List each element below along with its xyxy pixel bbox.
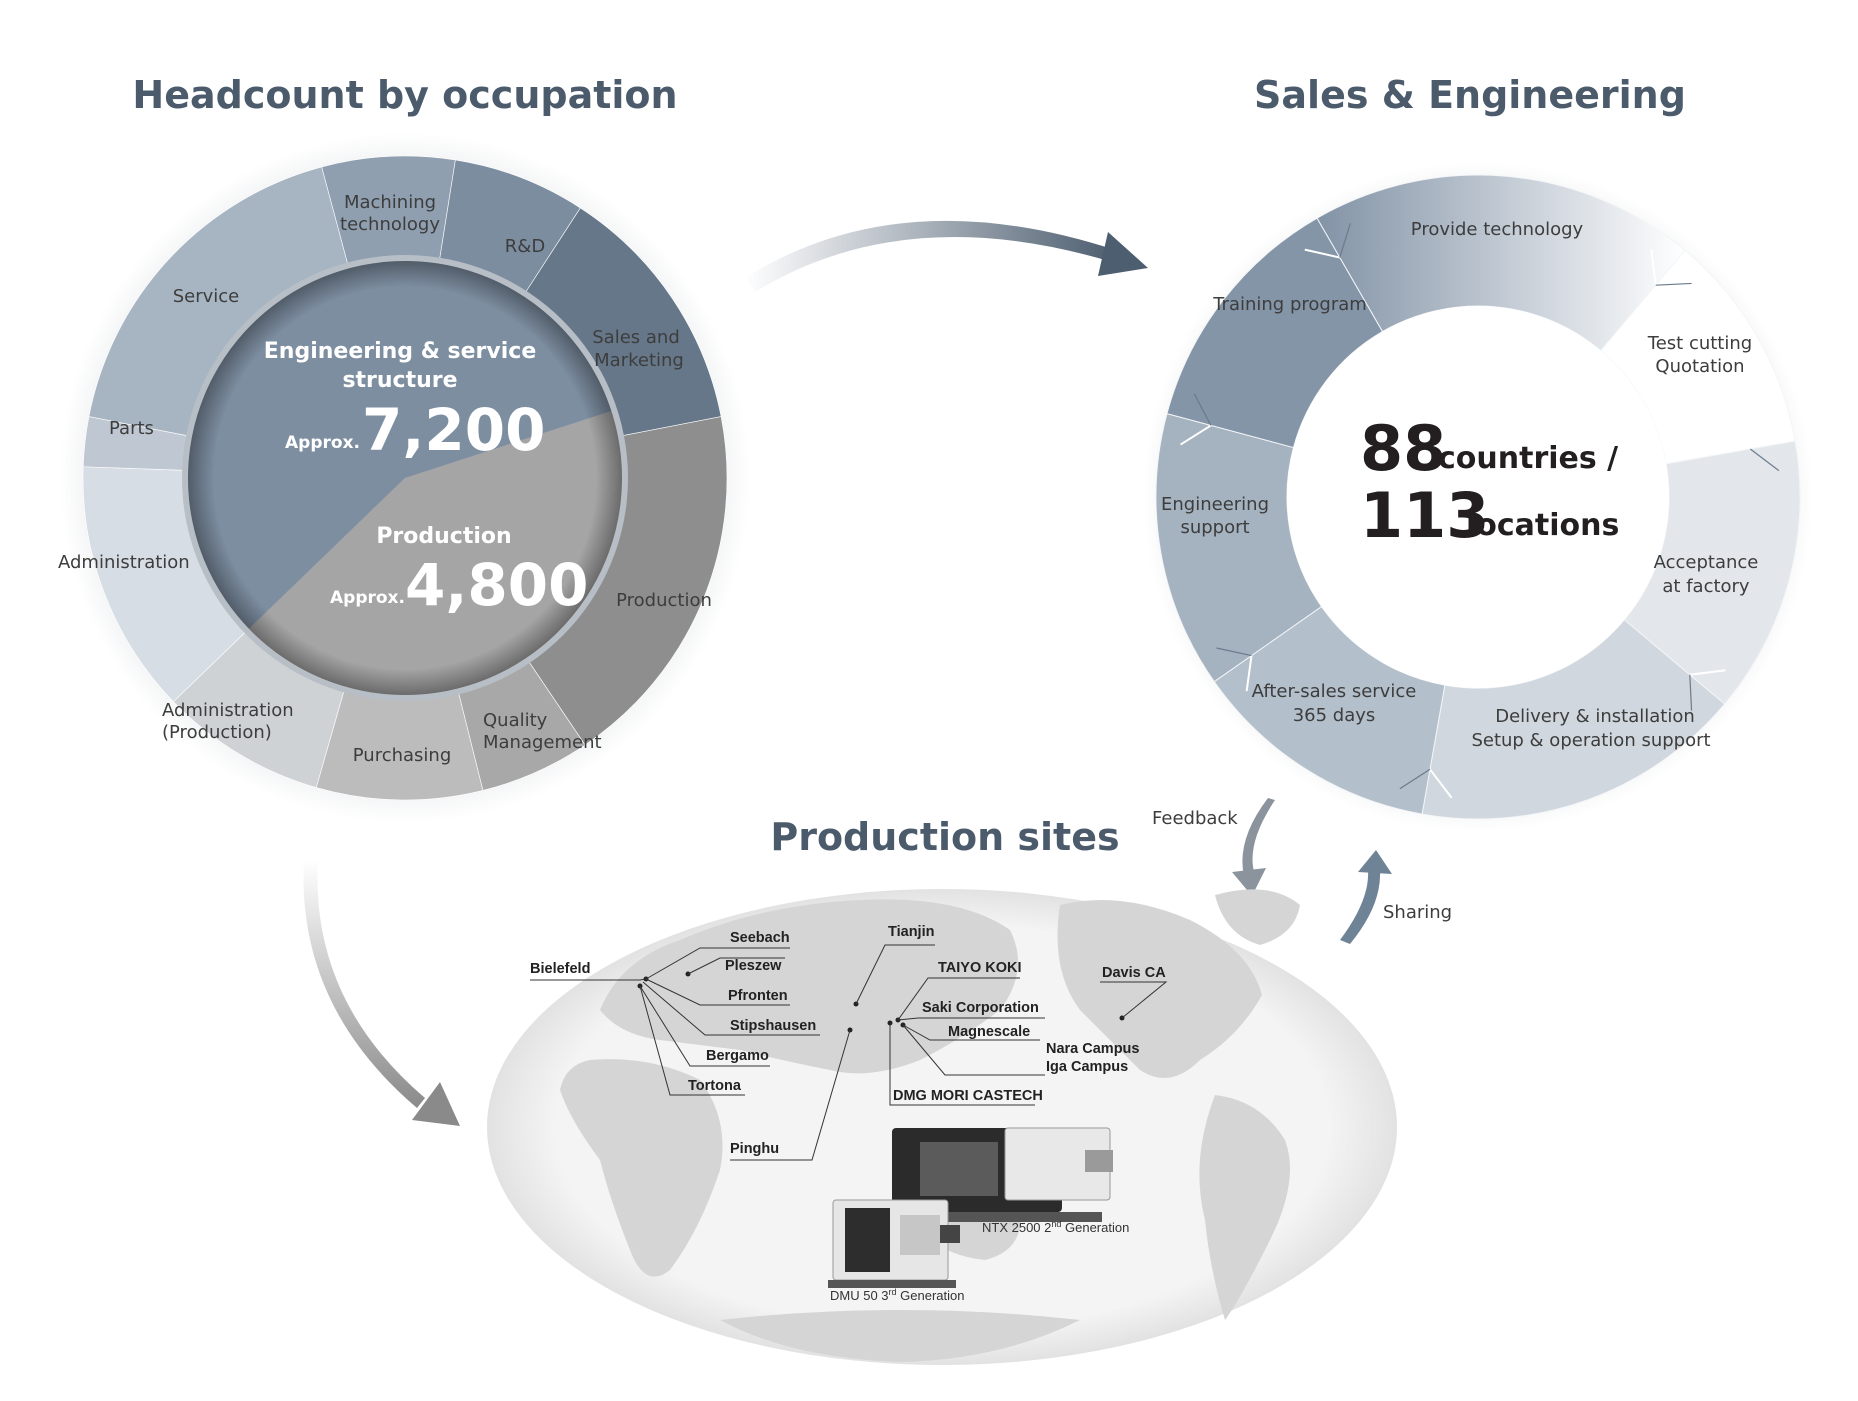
segment-label-machining-2: technology (340, 214, 440, 235)
cycle-label-test-cutting: Test cutting (1647, 333, 1752, 354)
cycle-chevron (1304, 248, 1340, 259)
cycle-label-provide-technology: Provide technology (1411, 219, 1584, 240)
cycle-label-acceptance-2: at factory (1662, 576, 1750, 597)
cycle-chevron-edge (1689, 674, 1693, 711)
segment-label-rd: R&D (505, 236, 545, 257)
site-tortona: Tortona (688, 1078, 742, 1094)
arrow-headcount-to-sales (745, 220, 1148, 292)
machine-dmu-50 (828, 1199, 960, 1288)
segment-purchasing (315, 686, 484, 801)
cycle-chevron-edge (1399, 768, 1431, 790)
center-inner-shadow (188, 261, 622, 695)
site-stipshausen: Stipshausen (730, 1018, 816, 1034)
machine-ntx-2500 (892, 1127, 1113, 1222)
site-nara-campus: Nara Campus (1046, 1041, 1139, 1057)
cycle-label-training: Training program (1212, 294, 1367, 315)
segment-label-machining: Machining (344, 192, 436, 213)
sharing-arrow (1340, 850, 1392, 944)
caption-dmu: DMU 50 3rd Generation (830, 1287, 964, 1303)
production-label: Production (376, 524, 511, 549)
site-saki-corporation: Saki Corporation (922, 1000, 1039, 1016)
production-approx: Approx. (330, 588, 405, 608)
segment-label-administration: Administration (58, 552, 190, 573)
site-pinghu: Pinghu (730, 1141, 779, 1157)
headcount-title: Headcount by occupation (132, 73, 677, 117)
sales-center-stats: 88 countries / 113 locations (1360, 412, 1619, 552)
cycle-chevron (1429, 768, 1453, 799)
site-davis-ca: Davis CA (1102, 965, 1166, 981)
locations-number: 113 (1360, 479, 1489, 552)
site-magnescale: Magnescale (948, 1024, 1030, 1040)
feedback-label: Feedback (1152, 808, 1238, 829)
feedback-arrow (1232, 798, 1275, 896)
site-dmg-mori-castech: DMG MORI CASTECH (893, 1088, 1043, 1104)
production-title: Production sites (770, 815, 1119, 859)
engineering-value: 7,200 (362, 396, 545, 464)
sales-cycle-ring (1155, 174, 1801, 820)
locations-label: locations (1466, 508, 1619, 543)
cycle-chevron-edge (1216, 647, 1252, 657)
segment-label-sales-2: Marketing (594, 350, 684, 371)
site-pleszew: Pleszew (725, 958, 782, 974)
cycle-chevron-edge (1339, 223, 1351, 258)
engineering-label-2: structure (342, 368, 457, 393)
cycle-chevron-edge (1193, 393, 1212, 426)
cycle-chevron (1245, 655, 1253, 692)
cycle-chevron (1650, 249, 1657, 286)
sharing-label: Sharing (1383, 902, 1452, 923)
cycle-label-delivery-2: Setup & operation support (1471, 730, 1710, 751)
sales-center-disc (1287, 306, 1669, 688)
cycle-label-after-sales: After-sales service (1252, 681, 1417, 702)
engineering-approx: Approx. (285, 433, 360, 453)
site-pfronten: Pfronten (728, 988, 788, 1004)
segment-label-quality-2: Management (483, 732, 602, 753)
site-tianjin: Tianjin (888, 924, 934, 940)
segment-label-quality: Quality (483, 710, 548, 731)
segment-label-service: Service (173, 286, 240, 307)
cycle-chevron (1749, 418, 1771, 450)
headcount-outer-labels: Machining technology R&D Sales and Marke… (58, 192, 712, 766)
segment-label-admin-production: Administration (162, 700, 294, 721)
segment-label-parts: Parts (109, 418, 154, 439)
site-bergamo: Bergamo (706, 1048, 769, 1064)
cycle-chevron (1689, 669, 1726, 676)
cycle-label-engineering-support: Engineering (1161, 494, 1269, 515)
headcount-donut (82, 155, 728, 801)
cycle-label-acceptance: Acceptance (1654, 552, 1759, 573)
arrow-headcount-to-production (303, 860, 460, 1126)
cycle-label-after-sales-2: 365 days (1293, 705, 1376, 726)
site-taiyo-koki: TAIYO KOKI (938, 960, 1022, 976)
site-seebach: Seebach (730, 930, 790, 946)
segment-label-production: Production (616, 590, 712, 611)
headcount-center-labels: Engineering & service structure Approx. … (264, 339, 589, 619)
sales-cycle-labels: Provide technology Test cutting Quotatio… (1161, 219, 1758, 751)
china-sites: Tianjin Pinghu (730, 924, 935, 1161)
countries-label: countries / (1438, 441, 1618, 476)
europe-sites: Bielefeld Seebach Pleszew Pfronten Stips… (530, 930, 820, 1096)
cycle-label-test-cutting-2: Quotation (1655, 356, 1744, 377)
site-iga-campus: Iga Campus (1046, 1059, 1128, 1075)
engineering-label: Engineering & service (264, 339, 537, 364)
japan-sites: TAIYO KOKI Saki Corporation Magnescale N… (887, 960, 1139, 1106)
sales-title: Sales & Engineering (1254, 73, 1686, 117)
cycle-label-delivery: Delivery & installation (1495, 706, 1695, 727)
cycle-label-engineering-support-2: support (1180, 517, 1249, 538)
cycle-chevron-edge (1655, 282, 1692, 286)
segment-label-admin-production-2: (Production) (162, 722, 272, 743)
cycle-chevron (1180, 424, 1212, 446)
countries-number: 88 (1360, 412, 1446, 485)
usa-sites: Davis CA (1100, 965, 1168, 1021)
cycle-chevron-edge (1749, 448, 1780, 472)
segment-label-sales: Sales and (592, 327, 680, 348)
site-bielefeld: Bielefeld (530, 961, 590, 977)
segment-label-purchasing: Purchasing (353, 745, 452, 766)
caption-ntx: NTX 2500 2nd Generation (982, 1219, 1129, 1235)
production-value: 4,800 (405, 551, 588, 619)
